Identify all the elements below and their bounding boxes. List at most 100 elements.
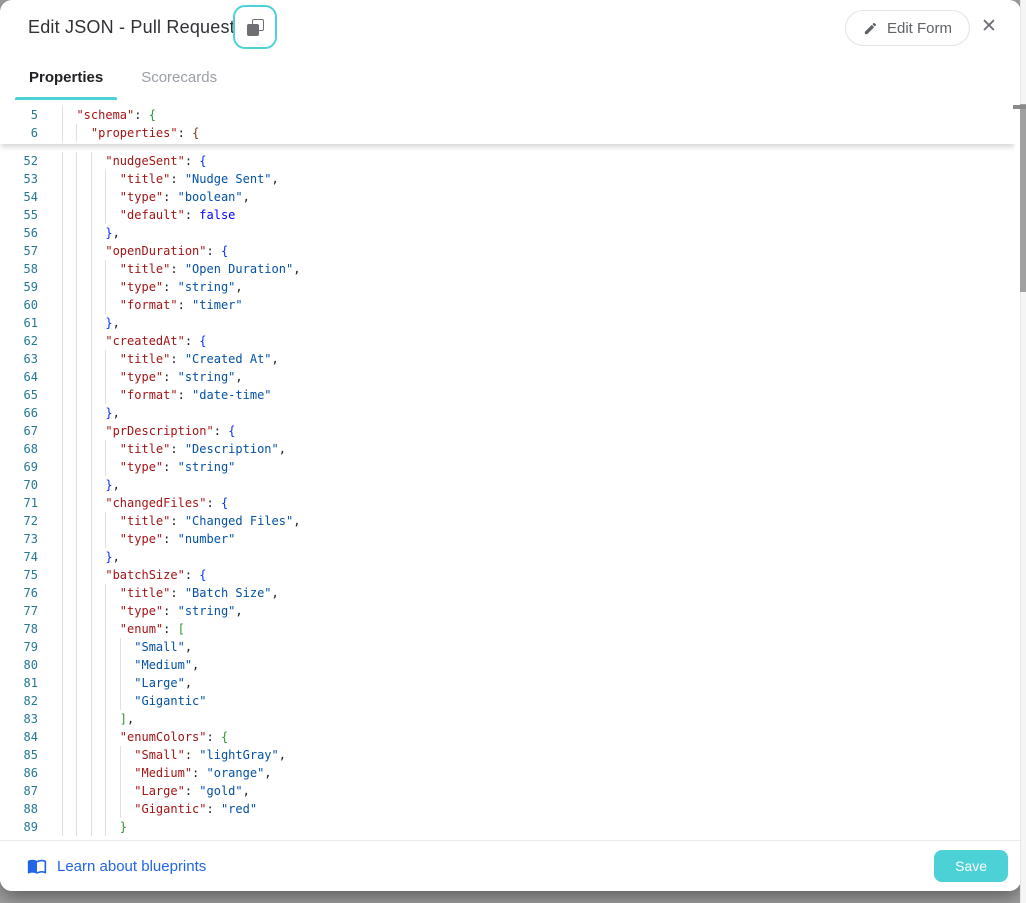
tab-bar: Properties Scorecards (15, 56, 231, 100)
code-text: "format": "date-time" (62, 386, 1015, 404)
line-number: 75 (23, 568, 38, 582)
line-number: 84 (23, 730, 38, 744)
editor-scrollbar-thumb[interactable] (1013, 105, 1026, 109)
code-text: }, (62, 314, 1015, 332)
code-line: 70 }, (0, 476, 1015, 494)
edit-form-button[interactable]: Edit Form (844, 10, 970, 46)
modal-header: Edit JSON - Pull Request Edit Form ✕ (0, 0, 1021, 56)
code-text: }, (62, 548, 1015, 566)
code-text: "enumColors": { (62, 728, 1015, 746)
learn-about-blueprints-label: Learn about blueprints (57, 857, 207, 875)
code-text: "title": "Open Duration", (62, 260, 1015, 278)
code-text: }, (62, 404, 1015, 422)
code-text: "schema": { (62, 106, 1015, 124)
code-line: 88 "Gigantic": "red" (0, 800, 1015, 818)
code-line: 55 "default": false (0, 206, 1015, 224)
code-text: } (62, 818, 1015, 836)
line-number: 85 (23, 748, 38, 762)
code-line: 67 "prDescription": { (0, 422, 1015, 440)
code-line: 59 "type": "string", (0, 278, 1015, 296)
code-line: 75 "batchSize": { (0, 566, 1015, 584)
code-line: 53 "title": "Nudge Sent", (0, 170, 1015, 188)
code-text: "nudgeSent": { (62, 152, 1015, 170)
open-book-icon (27, 859, 47, 874)
line-number: 71 (23, 496, 38, 510)
code-text: "type": "string", (62, 278, 1015, 296)
tab-properties[interactable]: Properties (15, 56, 118, 100)
code-line: 63 "title": "Created At", (0, 350, 1015, 368)
code-text: "openDuration": { (62, 242, 1015, 260)
code-line: 83 ], (0, 710, 1015, 728)
code-line: 58 "title": "Open Duration", (0, 260, 1015, 278)
code-line: 80 "Medium", (0, 656, 1015, 674)
code-line: 5 "schema": { (0, 106, 1015, 124)
copy-json-button[interactable] (233, 5, 277, 49)
code-line: 76 "title": "Batch Size", (0, 584, 1015, 602)
line-number: 82 (23, 694, 38, 708)
line-number: 63 (23, 352, 38, 366)
code-text: }, (62, 476, 1015, 494)
code-line: 6 "properties": { (0, 124, 1015, 142)
code-text: "Medium": "orange", (62, 764, 1015, 782)
line-number: 79 (23, 640, 38, 654)
code-line: 61 }, (0, 314, 1015, 332)
code-line: 52 "nudgeSent": { (0, 152, 1015, 170)
code-line: 72 "title": "Changed Files", (0, 512, 1015, 530)
code-line: 57 "openDuration": { (0, 242, 1015, 260)
code-text: "type": "string", (62, 368, 1015, 386)
code-line: 64 "type": "string", (0, 368, 1015, 386)
line-number: 88 (23, 802, 38, 816)
code-line: 73 "type": "number" (0, 530, 1015, 548)
code-text: "type": "string", (62, 602, 1015, 620)
code-line: 62 "createdAt": { (0, 332, 1015, 350)
code-text: "Large", (62, 674, 1015, 692)
line-number: 73 (23, 532, 38, 546)
modal-title: Edit JSON - Pull Request (28, 17, 235, 37)
code-text: "format": "timer" (62, 296, 1015, 314)
line-number: 53 (23, 172, 38, 186)
code-text: "title": "Description", (62, 440, 1015, 458)
code-line: 69 "type": "string" (0, 458, 1015, 476)
line-number: 6 (30, 126, 38, 140)
code-line: 79 "Small", (0, 638, 1015, 656)
code-line: 68 "title": "Description", (0, 440, 1015, 458)
learn-about-blueprints-link[interactable]: Learn about blueprints (27, 856, 206, 876)
code-text: "type": "number" (62, 530, 1015, 548)
line-number: 59 (23, 280, 38, 294)
tab-scorecards[interactable]: Scorecards (127, 56, 231, 100)
line-number: 67 (23, 424, 38, 438)
code-text: "batchSize": { (62, 566, 1015, 584)
code-line: 65 "format": "date-time" (0, 386, 1015, 404)
line-number: 52 (23, 154, 38, 168)
code-text: "type": "boolean", (62, 188, 1015, 206)
line-number: 58 (23, 262, 38, 276)
code-line: 77 "type": "string", (0, 602, 1015, 620)
line-number: 65 (23, 388, 38, 402)
code-text: "title": "Created At", (62, 350, 1015, 368)
code-line: 84 "enumColors": { (0, 728, 1015, 746)
line-number: 81 (23, 676, 38, 690)
line-number: 74 (23, 550, 38, 564)
code-line: 89 } (0, 818, 1015, 836)
copy-icon (246, 18, 264, 36)
code-line: 85 "Small": "lightGray", (0, 746, 1015, 764)
line-number: 66 (23, 406, 38, 420)
code-text: "createdAt": { (62, 332, 1015, 350)
code-text: "title": "Nudge Sent", (62, 170, 1015, 188)
close-button[interactable]: ✕ (975, 13, 1003, 41)
code-text: "title": "Changed Files", (62, 512, 1015, 530)
code-text: "Small": "lightGray", (62, 746, 1015, 764)
line-number: 72 (23, 514, 38, 528)
save-button[interactable]: Save (934, 850, 1008, 882)
line-number: 87 (23, 784, 38, 798)
page-scrollbar-thumb[interactable] (1020, 104, 1026, 292)
page-scrollbar-track[interactable] (1020, 0, 1026, 903)
line-number: 76 (23, 586, 38, 600)
json-code-editor[interactable]: 5 "schema": {6 "properties": { 52 "nudge… (0, 100, 1015, 840)
line-number: 83 (23, 712, 38, 726)
code-text: "title": "Batch Size", (62, 584, 1015, 602)
code-text: "properties": { (62, 124, 1015, 142)
line-number: 61 (23, 316, 38, 330)
code-text: }, (62, 224, 1015, 242)
